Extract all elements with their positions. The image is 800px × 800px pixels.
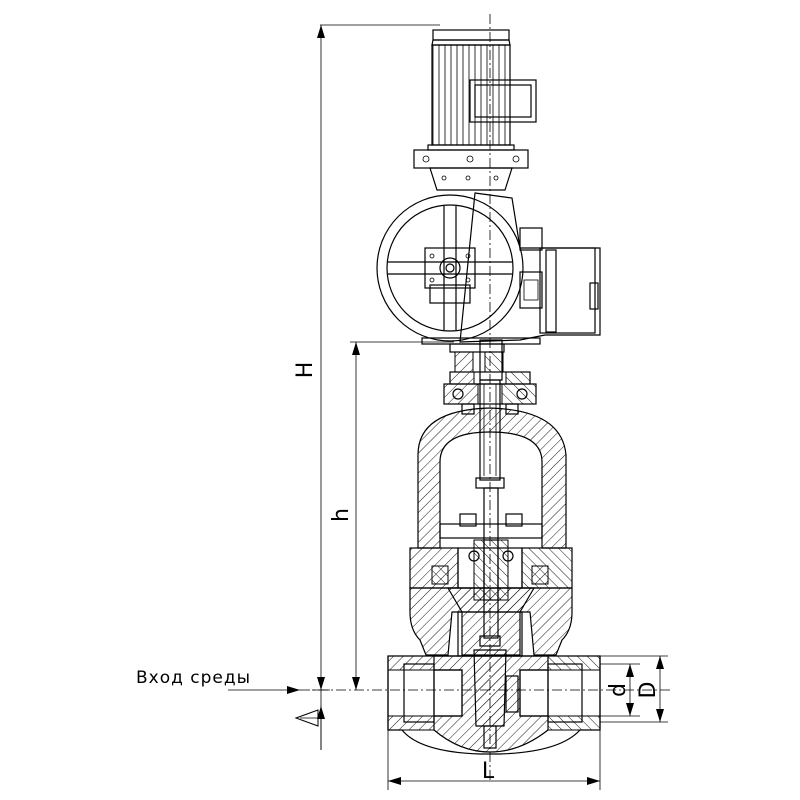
dim-h-label: h (329, 508, 354, 522)
handwheel (376, 194, 524, 342)
dimension-L (387, 730, 601, 790)
center-lines (300, 14, 670, 780)
upper-gland (443, 371, 537, 415)
mounting-flange (421, 337, 541, 373)
dimension-H (312, 24, 440, 750)
dim-L-label: L (482, 759, 495, 784)
electric-motor (427, 29, 537, 151)
dim-d-label: d (606, 683, 631, 697)
dimension-D (600, 655, 668, 723)
gearbox (459, 192, 601, 343)
inlet-label: Вход среды (136, 668, 251, 688)
flow-arrow (228, 686, 300, 694)
dimension-d (600, 663, 640, 717)
datum-arrow (294, 706, 325, 750)
dim-H-label: H (293, 362, 318, 379)
motor-flange (413, 149, 529, 191)
dim-D-label: D (636, 682, 661, 699)
dimension-h (350, 341, 454, 690)
yoke (417, 407, 567, 549)
